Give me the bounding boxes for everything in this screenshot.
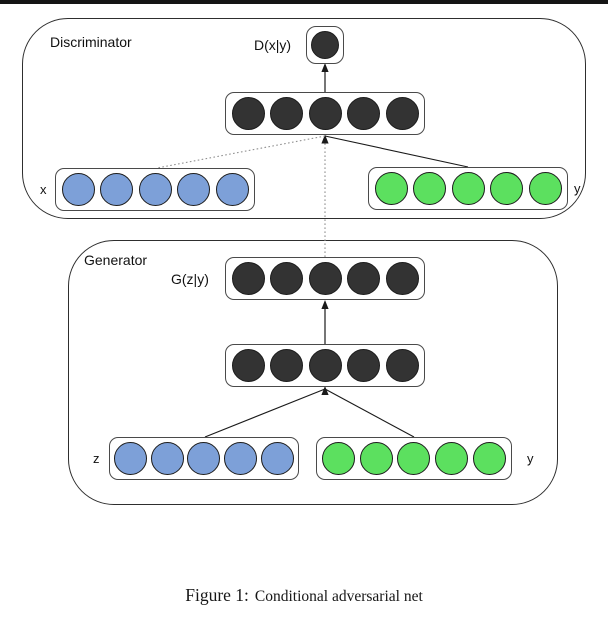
edge-y-to-discriminator-hidden [324, 135, 469, 168]
generator-output-layer [225, 257, 425, 300]
arrowhead-discriminator-hidden [321, 134, 329, 144]
y-input-node [374, 172, 408, 205]
discriminator-hidden-node [270, 97, 303, 130]
discriminator-hidden-node [231, 97, 265, 130]
top-border-bar [0, 0, 608, 4]
y-input-node [435, 442, 469, 475]
y-input-node [473, 442, 507, 475]
discriminator-y-input-layer [368, 167, 568, 210]
z-input-node [261, 442, 295, 475]
x-input-node [215, 173, 249, 206]
figure-caption: Figure 1: Conditional adversarial net [0, 585, 608, 606]
discriminator-hidden-layer [225, 92, 425, 135]
x-input-node [138, 173, 172, 206]
x-input-node [100, 173, 133, 206]
y-input-node [397, 442, 431, 475]
d-output-label: D(x|y) [254, 37, 292, 53]
edge-x-to-discriminator-hidden [156, 135, 326, 169]
x-input-node [61, 173, 95, 206]
generator-y-input-layer [316, 437, 512, 480]
discriminator-output-node [311, 31, 339, 59]
z-input-node [113, 442, 147, 475]
z-input-node [150, 442, 184, 475]
discriminator-hidden-node [347, 97, 380, 130]
y-input-node [490, 172, 523, 205]
y-input-node [359, 442, 393, 475]
discriminator-hidden-node [308, 97, 342, 130]
generator-output-node [385, 262, 419, 295]
generator-hidden-node [347, 349, 380, 382]
arrowhead-generator-hidden [321, 386, 329, 395]
z-input-layer [109, 437, 299, 480]
z-input-node [224, 442, 258, 475]
generator-output-node [270, 262, 303, 295]
y-input-node [451, 172, 485, 205]
caption-figure-number: Figure 1: [185, 585, 249, 605]
edge-z-to-generator-hidden [204, 388, 326, 438]
x-input-layer [55, 168, 255, 211]
z-input-label: z [93, 451, 100, 466]
generator-hidden-node [385, 349, 419, 382]
generator-hidden-node [231, 349, 265, 382]
generator-hidden-layer [225, 344, 425, 387]
discriminator-label: Discriminator [50, 34, 132, 50]
discriminator-hidden-node [385, 97, 419, 130]
x-input-label: x [40, 182, 47, 197]
generator-output-node [347, 262, 380, 295]
generator-output-node [308, 262, 342, 295]
x-input-node [177, 173, 210, 206]
discriminator-output-layer [306, 26, 344, 64]
caption-text: Conditional adversarial net [254, 588, 423, 605]
g-output-label: G(z|y) [171, 271, 209, 287]
arrowhead-g-output [321, 300, 329, 309]
y-input-node [528, 172, 562, 205]
generator-hidden-node [308, 349, 342, 382]
discriminator-y-input-label: y [574, 181, 581, 196]
z-input-node [187, 442, 221, 475]
generator-output-node [231, 262, 265, 295]
y-input-node [321, 442, 355, 475]
edge-y-to-generator-hidden [324, 388, 415, 438]
generator-label: Generator [84, 252, 148, 268]
arrowhead-d-output [321, 63, 329, 72]
generator-y-input-label: y [527, 451, 534, 466]
y-input-node [413, 172, 446, 205]
generator-hidden-node [270, 349, 303, 382]
